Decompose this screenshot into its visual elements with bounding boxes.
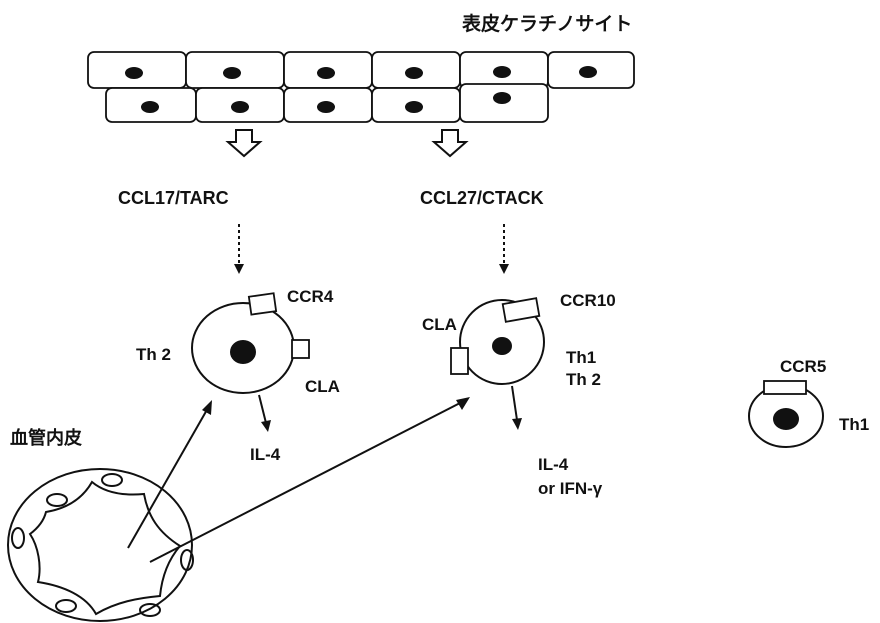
th2-label-left: Th 2 <box>136 345 171 364</box>
cla-receptor-mid <box>451 348 468 374</box>
il4-arrow-mid <box>512 386 522 430</box>
keratinocyte-nucleus <box>223 67 241 79</box>
ccr5-label: CCR5 <box>780 357 826 376</box>
th1-th2-nucleus <box>492 337 512 355</box>
th1-label-mid: Th1 <box>566 348 596 367</box>
th2-nucleus <box>230 340 256 364</box>
ccr10-receptor <box>503 298 540 322</box>
il4-label-mid: IL-4 <box>538 455 569 474</box>
keratinocyte-nucleus <box>405 67 423 79</box>
ifn-label-mid: or IFN-γ <box>538 479 603 498</box>
keratinocyte-nucleus <box>317 67 335 79</box>
endothelial-cell <box>12 528 24 548</box>
keratinocyte-label: 表皮ケラチノサイト <box>462 12 632 35</box>
keratinocyte-nucleus <box>317 101 335 113</box>
th1-cell <box>749 381 823 447</box>
il4-arrow-left <box>259 395 271 432</box>
ccr4-receptor <box>249 293 276 314</box>
ccl27-label: CCL27/CTACK <box>420 188 544 208</box>
vessel-lumen <box>30 482 180 614</box>
dotted-arrow-right <box>499 224 509 274</box>
hollow-arrow-right <box>434 130 466 156</box>
keratinocyte-nucleus <box>231 101 249 113</box>
endothelial-cell <box>102 474 122 486</box>
keratinocyte-nucleus <box>125 67 143 79</box>
keratinocyte-nucleus <box>493 92 511 104</box>
endothelium-label: 血管内皮 <box>10 427 82 449</box>
th2-cell <box>192 293 309 393</box>
keratinocyte-nucleus <box>493 66 511 78</box>
ccr4-label: CCR4 <box>287 287 334 306</box>
ccr10-label: CCR10 <box>560 291 616 310</box>
dotted-arrow-left <box>234 224 244 274</box>
endothelial-cell <box>140 604 160 616</box>
th1-label-right: Th1 <box>839 415 869 434</box>
keratinocyte-nucleus <box>579 66 597 78</box>
migration-arrow-to-th1-th2 <box>150 397 470 562</box>
ccl17-label: CCL17/TARC <box>118 188 229 208</box>
hollow-arrow-left <box>228 130 260 156</box>
il4-label-left: IL-4 <box>250 445 281 464</box>
endothelial-cell <box>47 494 67 506</box>
th1-th2-cell <box>451 298 544 384</box>
th2-label-mid: Th 2 <box>566 370 601 389</box>
keratinocyte-nucleus <box>141 101 159 113</box>
ccr5-receptor <box>764 381 806 394</box>
cla-label-mid: CLA <box>422 315 457 334</box>
cla-label-left: CLA <box>305 377 340 396</box>
cla-receptor-left <box>292 340 309 358</box>
keratinocyte-nucleus <box>405 101 423 113</box>
th1-nucleus <box>773 408 799 430</box>
endothelial-cell <box>56 600 76 612</box>
migration-arrow-to-th2 <box>128 400 212 548</box>
blood-vessel <box>8 469 193 621</box>
keratinocyte-layer <box>88 52 634 122</box>
